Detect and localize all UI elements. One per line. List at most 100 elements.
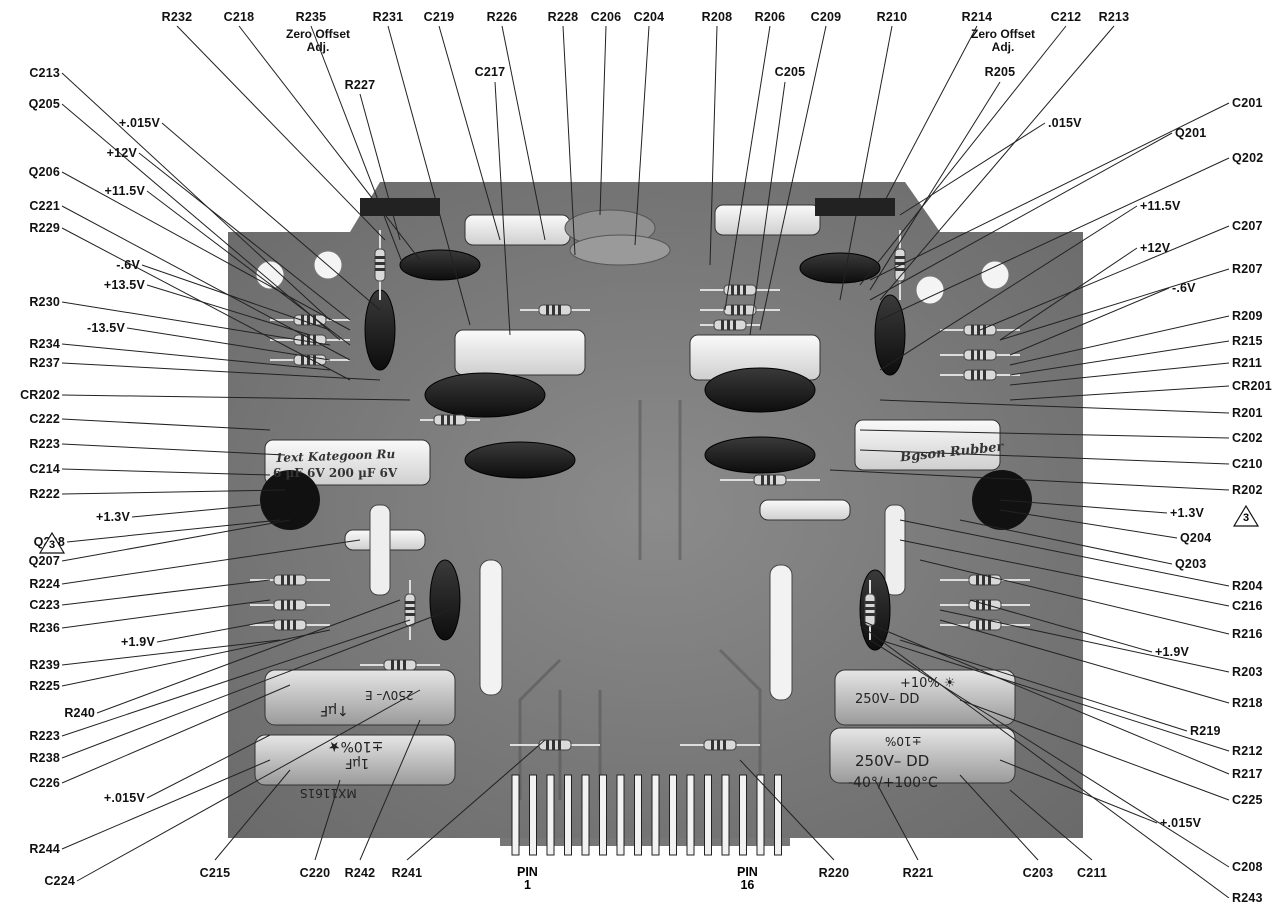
leader-line	[634, 25, 650, 246]
resistor-band	[405, 601, 415, 604]
resistor-band	[982, 575, 985, 585]
print-cap-left-bot-3: ±10%★	[328, 738, 384, 754]
leader-line	[959, 774, 1039, 861]
right-label-6: +12V	[1140, 241, 1171, 255]
leader-line	[1009, 362, 1230, 386]
right-label-20: R204	[1232, 579, 1263, 593]
leader-line	[146, 284, 311, 336]
pin-1-text: PIN	[517, 865, 538, 879]
right-label-0: C201	[1232, 96, 1263, 110]
right-label-15: C210	[1232, 457, 1263, 471]
resistor-band	[447, 415, 450, 425]
leader-line	[879, 157, 1230, 321]
pin-1-label: PIN 1	[517, 866, 538, 892]
right-label-28: R217	[1232, 767, 1263, 781]
resistor	[864, 593, 876, 627]
leader-line	[61, 103, 341, 341]
resistor-band	[988, 600, 991, 610]
leader-line	[999, 509, 1178, 539]
right-label-16: R202	[1232, 483, 1263, 497]
right-label-2: Q201	[1175, 126, 1207, 140]
right-label-4: +11.5V	[1140, 199, 1181, 213]
left-label-4: Q206	[28, 165, 60, 179]
resistor	[538, 739, 572, 751]
right-label-13: R201	[1232, 406, 1263, 420]
leader-line	[61, 609, 451, 759]
note-triangle-right: 3	[1232, 504, 1260, 528]
pin-16-number: 16	[740, 878, 755, 892]
left-label-1: Q205	[28, 97, 60, 111]
pin-16-label: PIN 16	[737, 866, 758, 892]
right-label-32: R243	[1232, 891, 1263, 905]
right-label-10: R215	[1232, 334, 1263, 348]
transistor-q202	[980, 260, 1010, 290]
leader-line	[879, 399, 1230, 414]
resistor-band	[865, 613, 875, 616]
print-cap-left-bot-5: MX1161S	[300, 786, 357, 800]
note-triangle-right-num: 3	[1242, 512, 1250, 524]
top-label-r235: R235	[295, 10, 327, 24]
pin-1-number: 1	[523, 878, 531, 892]
leader-line	[1009, 287, 1170, 356]
connector-pin	[581, 774, 590, 856]
leader-line	[739, 759, 835, 861]
right-label-26: R219	[1190, 724, 1221, 738]
leader-line	[501, 25, 546, 241]
left-label-0: C213	[29, 66, 60, 80]
cap-c220	[254, 734, 456, 786]
resistor-band	[293, 575, 296, 585]
resistor-band	[895, 256, 905, 259]
resistor	[968, 619, 1002, 631]
leader-line	[61, 599, 271, 629]
connector-pin	[686, 774, 695, 856]
left-label-17: C214	[29, 462, 60, 476]
right-label-14: C202	[1232, 431, 1263, 445]
resistor-band	[976, 575, 979, 585]
resistor-band	[971, 350, 974, 360]
top-label-r214: R214	[961, 10, 993, 24]
resistor-band	[546, 740, 549, 750]
resistor-band	[731, 285, 734, 295]
resistor	[273, 619, 307, 631]
resistor-band	[287, 600, 290, 610]
resistor-band	[552, 740, 555, 750]
resistor-band	[287, 620, 290, 630]
bottom-label-c220: C220	[299, 866, 331, 880]
zero-offset-note-right: Zero Offset Adj.	[970, 27, 1035, 54]
leader-line	[999, 759, 1158, 824]
resistor	[433, 414, 467, 426]
leader-line	[61, 227, 351, 381]
top-label-r232: R232	[161, 10, 193, 24]
left-label-2: +.015V	[118, 116, 160, 130]
resistor-band	[988, 620, 991, 630]
resistor-band	[293, 600, 296, 610]
resistor-band	[731, 305, 734, 315]
leader-line	[146, 190, 351, 346]
left-label-22: R224	[29, 577, 60, 591]
leader-line	[969, 599, 1153, 653]
left-label-15: C222	[29, 412, 60, 426]
resistor-band	[403, 660, 406, 670]
resistor	[273, 574, 307, 586]
leader-line	[96, 599, 401, 714]
leader-line	[979, 225, 1230, 331]
left-label-10: R230	[29, 295, 60, 309]
cap-c214	[464, 441, 576, 479]
top-label-r206: R206	[754, 10, 786, 24]
transistor-q201	[915, 275, 945, 305]
leader-line	[131, 504, 261, 518]
leader-line	[999, 268, 1230, 341]
resistor-band	[558, 305, 561, 315]
resistor-band	[865, 607, 875, 610]
leader-line	[999, 247, 1138, 341]
print-cap-left-bot-1: 250V– E	[365, 688, 414, 702]
left-label-5: +11.5V	[104, 184, 145, 198]
print-cap-left-bot-2: ↑µF	[320, 702, 349, 718]
leader-line	[939, 619, 1230, 704]
connector-pin	[511, 774, 520, 856]
leader-line	[859, 449, 1230, 465]
leader-line	[61, 539, 361, 585]
left-label-25: +1.9V	[120, 635, 155, 649]
cap-c225	[834, 669, 1016, 726]
resistor-band	[727, 320, 730, 330]
